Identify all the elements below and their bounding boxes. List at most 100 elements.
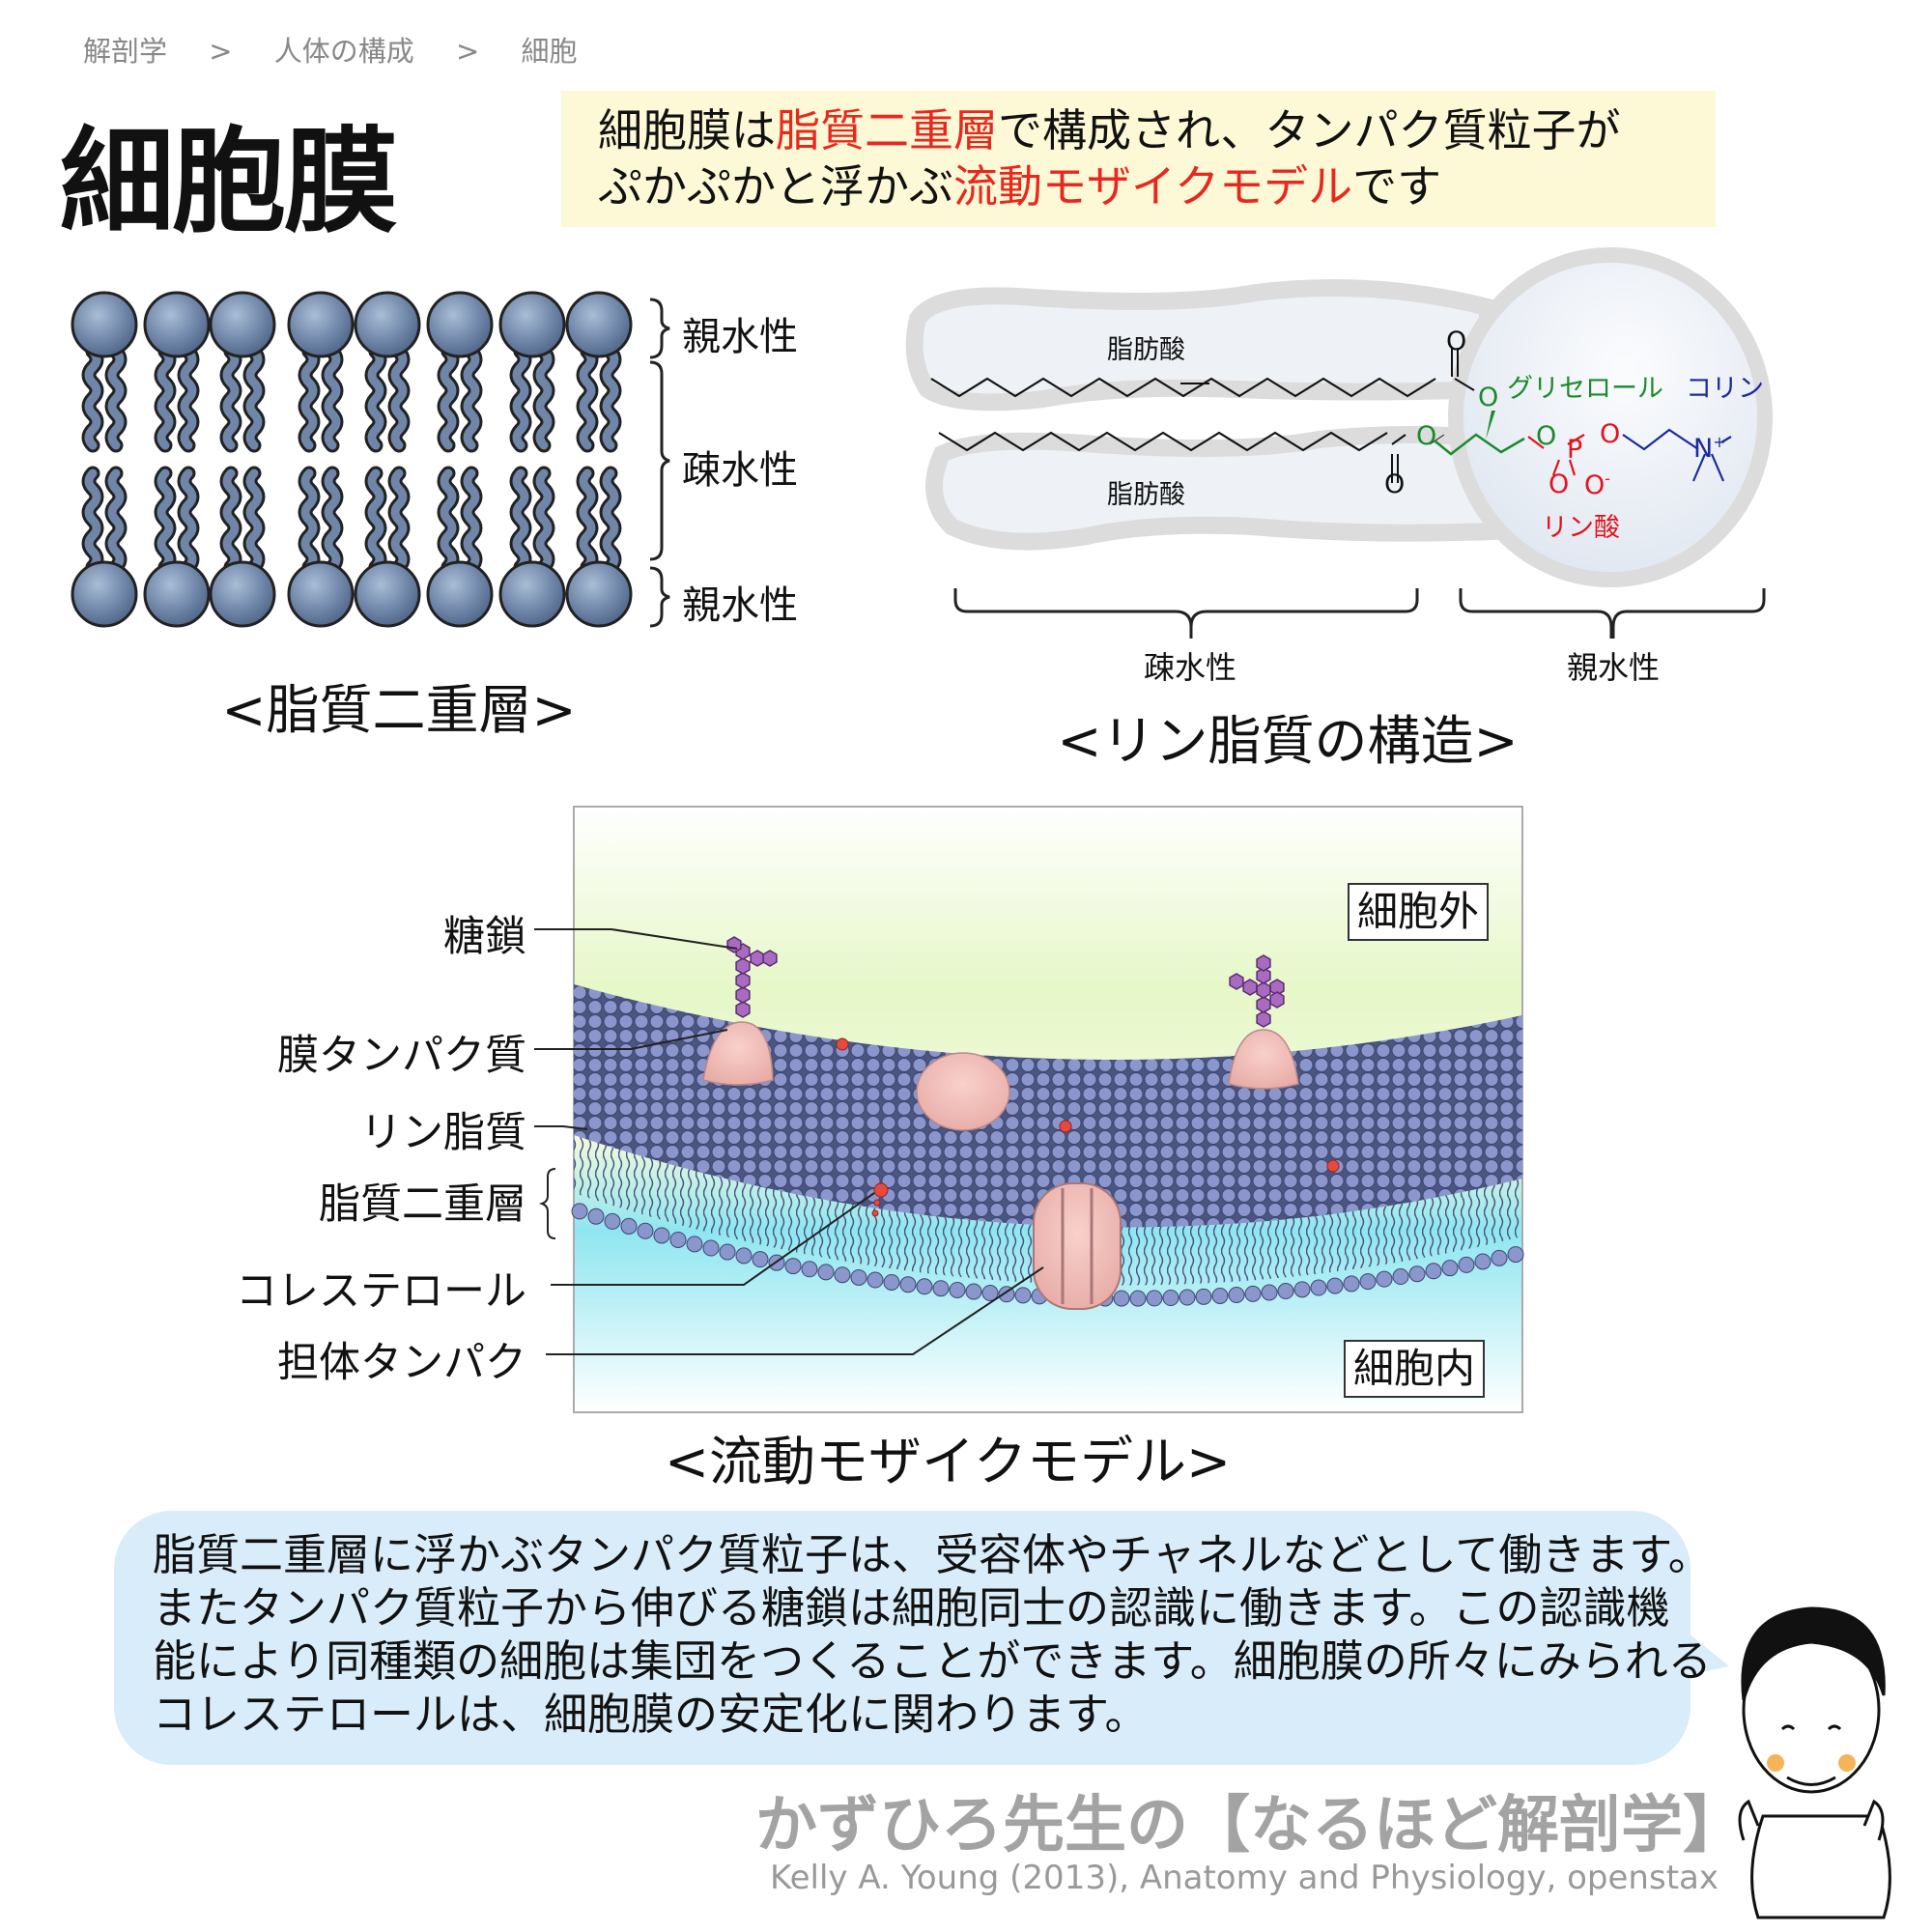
phospholipid-head: [1129, 1290, 1147, 1307]
sugar-unit: [1256, 981, 1271, 999]
phospholipid-structure: [905, 247, 1773, 587]
sugar-unit: [735, 957, 751, 975]
phospholipid-molecule: [209, 466, 276, 628]
atom-o: O: [1446, 327, 1467, 356]
membrane-protein: [916, 1052, 1010, 1131]
caption-phospholipid-structure: <リン脂質の構造>: [1057, 710, 1519, 772]
phospholipid-head: [686, 1236, 703, 1253]
label-glycerol: グリセロール: [1507, 374, 1663, 404]
sugar-unit: [1269, 991, 1285, 1009]
intro-text: です: [1352, 160, 1442, 213]
phospholipid-molecule: [426, 466, 494, 628]
phospholipid-head: [867, 1271, 884, 1289]
sugar-unit: [1242, 979, 1258, 996]
phospholipid-head: [702, 1239, 720, 1257]
hydrophilic-head: [287, 291, 355, 358]
intro-line-1: 細胞膜は脂質二重層で構成され、タンパク質粒子が: [598, 102, 1716, 158]
label-hydrophobic: 疎水性: [682, 448, 798, 493]
caption-lipid-bilayer: <脂質二重層>: [221, 679, 577, 741]
label-lipid-bilayer: 脂質二重層: [319, 1180, 526, 1229]
explanation-text: 脂質二重層に浮かぶタンパク質粒子は、受容体やチャネルなどとして働きます。 またタ…: [153, 1528, 1712, 1741]
hydrophilic-head: [565, 291, 633, 358]
phospholipid-head: [1277, 1283, 1294, 1300]
membrane-protein: [702, 1021, 774, 1086]
charge-minus: -: [1605, 469, 1611, 488]
phospholipid-head: [1425, 1263, 1442, 1280]
hydrophilic-head: [209, 560, 276, 628]
phospholipid-head: [1441, 1260, 1459, 1277]
leader-lines: [534, 928, 1044, 1355]
intro-note: 細胞膜は脂質二重層で構成され、タンパク質粒子が ぷかぷかと浮かぶ流動モザイクモデ…: [561, 91, 1716, 227]
phospholipid-head: [784, 1258, 802, 1275]
atom-n: N: [1693, 434, 1714, 464]
breadcrumb: 解剖学 > 人体の構成 > 細胞: [83, 29, 611, 70]
breadcrumb-separator: >: [209, 35, 233, 68]
phospholipid-head: [1474, 1253, 1492, 1270]
phospholipid-head: [850, 1268, 867, 1286]
hydrophilic-head: [426, 291, 494, 358]
hydrophilic-head: [498, 560, 566, 628]
sugar-unit: [1256, 954, 1271, 972]
breadcrumb-item[interactable]: 解剖学: [83, 35, 168, 68]
phospholipid-head: [1014, 1287, 1032, 1304]
label-hydrophilic-region: 親水性: [1567, 649, 1661, 686]
speech-bubble: [114, 1511, 1690, 1765]
hydrophilic-head: [71, 291, 138, 358]
site-footer-title: かずひろ先生の【なるほど解剖学】: [755, 1790, 1745, 1861]
intro-text: 細胞膜は: [598, 104, 776, 156]
explanation-line: 能により同種類の細胞は集団をつくることができます。細胞膜の所々にみられる: [153, 1635, 1712, 1687]
phospholipid-molecule: [426, 291, 494, 453]
carrier-protein: [1033, 1182, 1122, 1310]
phospholipid-head: [735, 1247, 753, 1264]
phospholipid-head: [981, 1284, 999, 1301]
hydrophilic-head: [354, 291, 421, 358]
sugar-unit: [1256, 1010, 1271, 1028]
phospholipid-head: [1261, 1284, 1278, 1301]
phospholipid-head: [899, 1276, 917, 1293]
explanation-line: またタンパク質粒子から伸びる糖鎖は細胞同士の認識に働きます。この認識機: [153, 1582, 1670, 1634]
source-credit: Kelly A. Young (2013), Anatomy and Physi…: [770, 1859, 1719, 1897]
label-hydrophobic-region: 疎水性: [1144, 649, 1237, 686]
phospholipid-head: [719, 1243, 736, 1261]
phospholipid-head: [1376, 1270, 1393, 1288]
phospholipid-head: [1458, 1256, 1475, 1273]
hydrophilic-head: [209, 291, 276, 358]
phospholipid-molecule: [71, 466, 138, 628]
bilayer-brackets: [649, 298, 670, 628]
phospholipid-head: [604, 1212, 621, 1230]
sugar-unit: [735, 1001, 751, 1018]
lipid-bilayer-illustration: [71, 291, 633, 628]
atom-o-minus: O-: [1584, 469, 1610, 500]
charge-plus: +: [1713, 433, 1726, 451]
phospholipid-molecule: [287, 291, 355, 453]
phospholipid-molecule: [287, 466, 355, 628]
intro-highlight: 流動モザイクモデル: [953, 160, 1353, 213]
cholesterol: [836, 1037, 1340, 1217]
sugar-unit: [726, 936, 742, 953]
phospholipid-head: [1113, 1290, 1130, 1307]
label-extracellular: 細胞外: [1348, 883, 1490, 941]
phospholipid-head: [1408, 1265, 1426, 1283]
sugar-unit: [735, 986, 751, 1004]
hydrophilic-head: [143, 291, 211, 358]
sugar-unit: [735, 972, 751, 989]
phospholipid-head: [571, 1203, 588, 1220]
label-membrane-protein: 膜タンパク質: [277, 1032, 526, 1080]
intro-line-2: ぷかぷかと浮かぶ流動モザイクモデルです: [598, 158, 1716, 214]
explanation-line: コレステロールは、細胞膜の安定化に関わります。: [153, 1689, 1149, 1740]
label-fatty-acid-2: 脂肪酸: [1107, 480, 1185, 510]
phospholipid-molecule: [565, 291, 633, 453]
breadcrumb-item[interactable]: 人体の構成: [273, 35, 414, 68]
phospholipid-head: [817, 1264, 835, 1281]
membrane-protein: [1228, 1029, 1299, 1090]
hydrophilic-head: [287, 560, 355, 628]
label-choline: コリン: [1686, 374, 1764, 404]
label-intracellular: 細胞内: [1344, 1340, 1486, 1398]
atom-o: O: [1584, 470, 1605, 500]
phospholipid-head: [587, 1208, 605, 1225]
atom-o: O: [1548, 469, 1570, 499]
phospholipid-head: [1359, 1273, 1377, 1291]
phospholipid-head: [965, 1283, 982, 1300]
label-fatty-acid-1: 脂肪酸: [1107, 335, 1185, 365]
